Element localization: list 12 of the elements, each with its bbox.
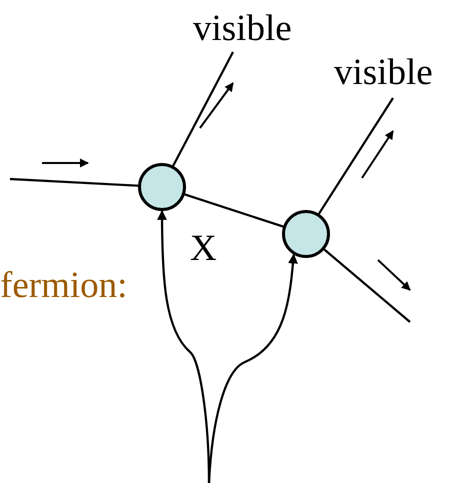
particle-label: visible — [193, 10, 292, 47]
propagator-line — [10, 178, 138, 187]
propagator-line — [318, 97, 394, 214]
vertex-circle — [138, 163, 186, 211]
text-label: fermion: — [0, 267, 128, 304]
propagator-line — [184, 193, 284, 228]
loop-label: X — [190, 230, 217, 267]
propagator-line — [324, 248, 411, 323]
propagator-line — [208, 254, 298, 483]
particle-label: visible — [334, 54, 433, 91]
propagator-line — [172, 51, 234, 166]
vertex-circle — [282, 210, 330, 258]
